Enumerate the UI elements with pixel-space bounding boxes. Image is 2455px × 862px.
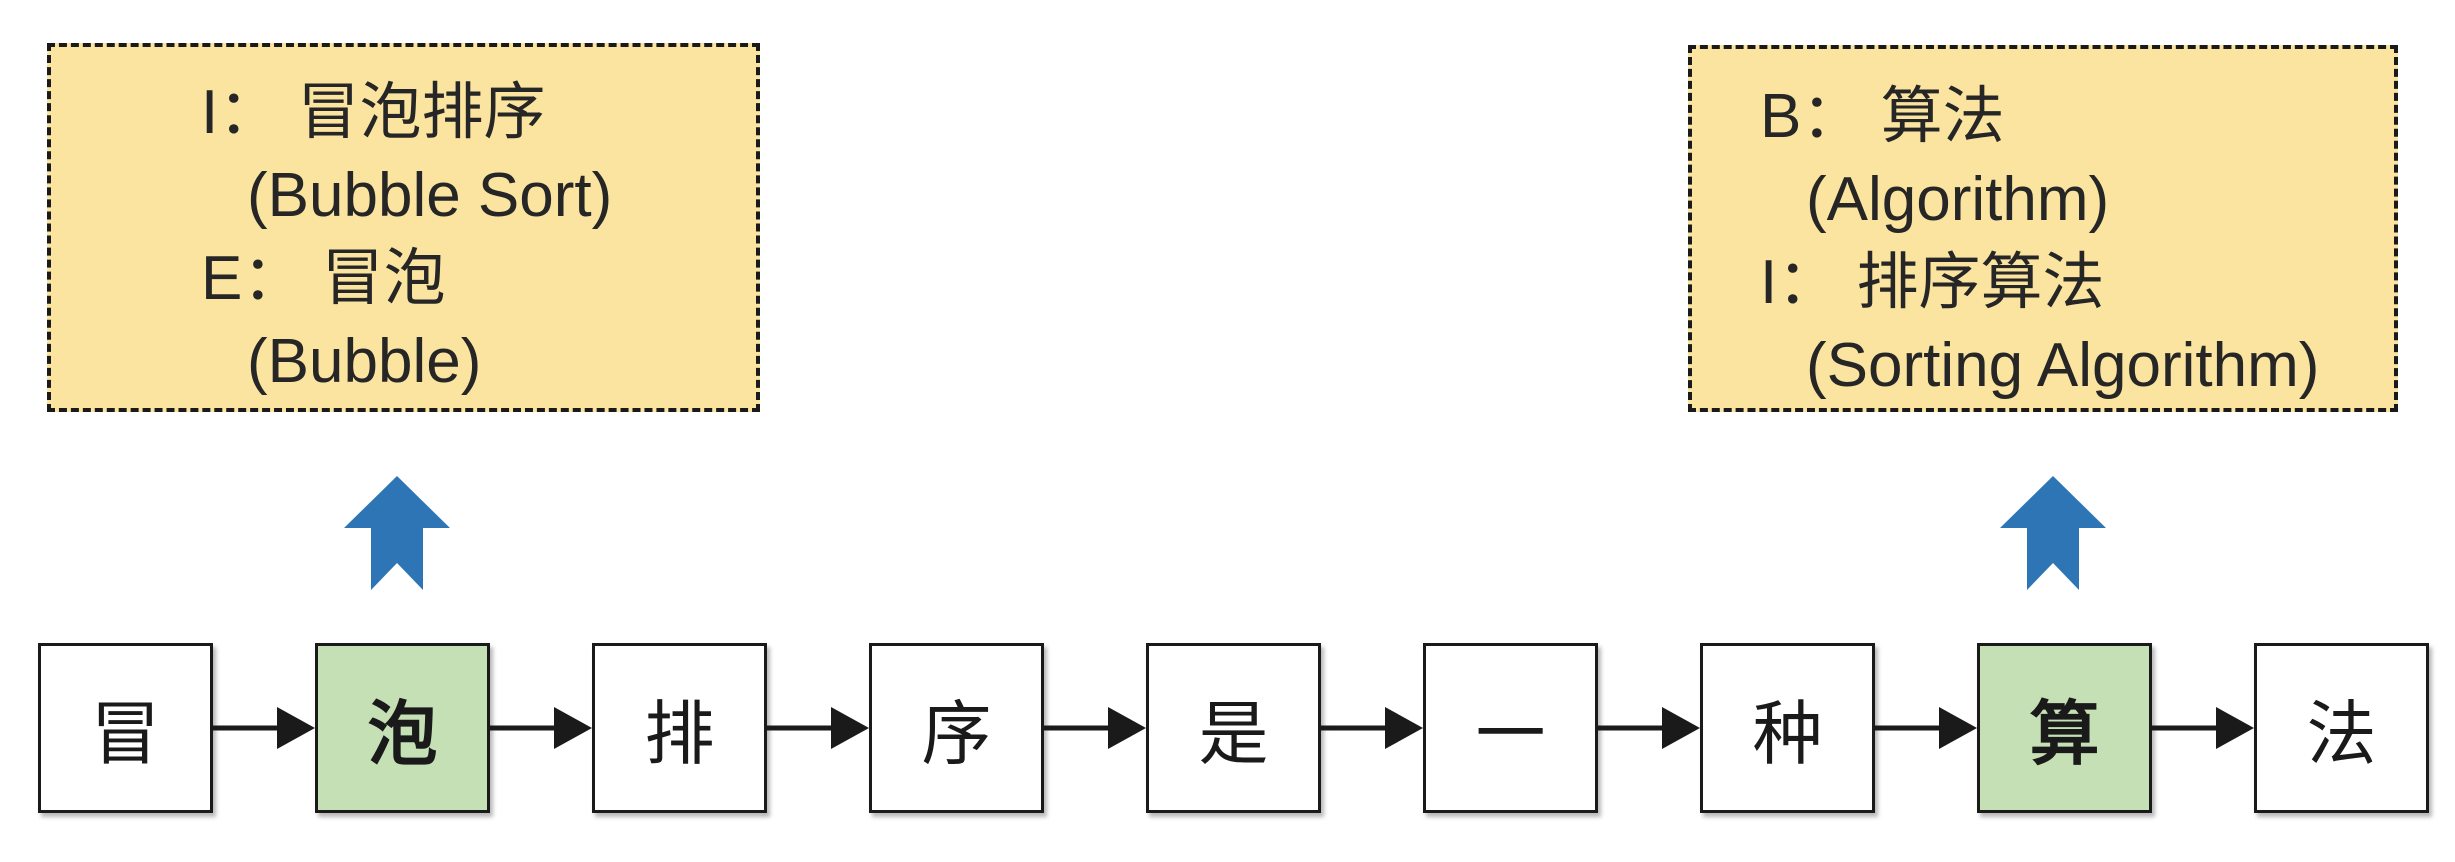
token-box: 种 xyxy=(1700,643,1875,813)
annotation-callout-algorithm: B： 算法 (Algorithm) I： 排序算法 (Sorting Algor… xyxy=(1688,45,2398,412)
token-char: 是 xyxy=(1198,694,1269,773)
token-box: 算 xyxy=(1977,643,2152,813)
token-box: 一 xyxy=(1423,643,1598,813)
token-char: 种 xyxy=(1752,694,1823,773)
up-arrow-icon xyxy=(2000,476,2106,590)
flow-arrow-icon xyxy=(213,707,315,749)
token-char: 泡 xyxy=(367,694,438,773)
up-arrow-icon xyxy=(344,476,450,590)
flow-arrow-icon xyxy=(1044,707,1146,749)
annotation-callout-bubble-sort: I： 冒泡排序 (Bubble Sort) E： 冒泡 (Bubble) xyxy=(47,43,760,412)
flow-arrow-icon xyxy=(1321,707,1423,749)
annotation-line: B： 算法 xyxy=(1760,82,2005,151)
token-char: 法 xyxy=(2306,694,2377,773)
token-box: 排 xyxy=(592,643,767,813)
annotation-line: E： 冒泡 xyxy=(201,244,446,313)
token-char: 算 xyxy=(2029,694,2100,773)
token-char: 序 xyxy=(921,694,992,773)
flow-arrow-icon xyxy=(1598,707,1700,749)
annotation-line: (Sorting Algorithm) xyxy=(1806,331,2320,400)
token-sequence: 冒 泡 排 序 是 一 种 算 法 xyxy=(38,643,2429,813)
flow-arrow-icon xyxy=(1875,707,1977,749)
annotation-line: (Algorithm) xyxy=(1806,165,2110,234)
token-char: 一 xyxy=(1475,694,1546,773)
flow-arrow-icon xyxy=(490,707,592,749)
token-box: 序 xyxy=(869,643,1044,813)
annotation-line: (Bubble) xyxy=(247,327,482,396)
token-box: 泡 xyxy=(315,643,490,813)
annotation-line: I： 冒泡排序 xyxy=(201,78,546,147)
token-box: 是 xyxy=(1146,643,1321,813)
flow-arrow-icon xyxy=(767,707,869,749)
token-box: 法 xyxy=(2254,643,2429,813)
token-char: 冒 xyxy=(90,694,161,773)
annotation-line: I： 排序算法 xyxy=(1760,248,2105,317)
annotation-line: (Bubble Sort) xyxy=(247,161,613,230)
token-box: 冒 xyxy=(38,643,213,813)
token-char: 排 xyxy=(644,694,715,773)
flow-arrow-icon xyxy=(2152,707,2254,749)
